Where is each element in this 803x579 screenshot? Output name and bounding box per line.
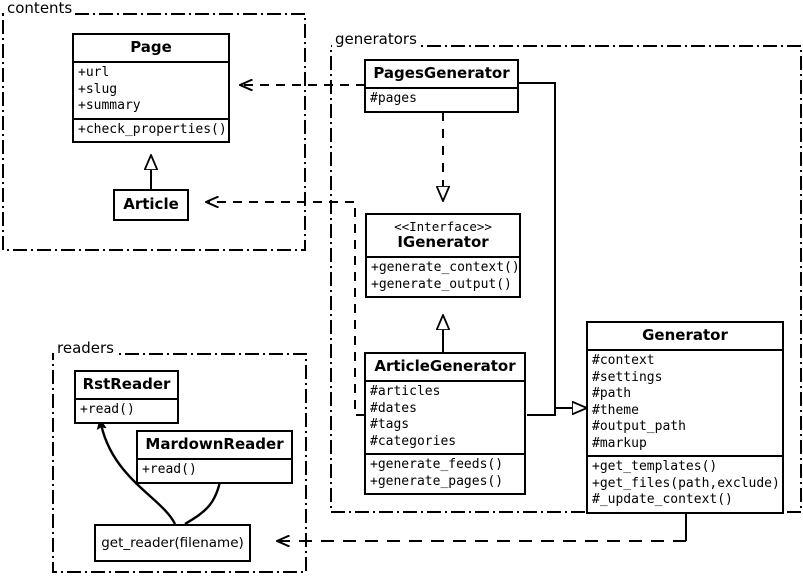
class-title-generator: Generator (642, 326, 728, 344)
class-title-article: Article (123, 195, 179, 213)
relation-pagesgenerator-to-generator (519, 82, 570, 409)
class-methods-igenerator: +generate_context() +generate_output() (367, 256, 520, 296)
attribute-item: #settings (592, 369, 663, 385)
class-stereotype-igenerator: <<Interface>> (394, 219, 492, 234)
relation-articlegenerator-to-generator (527, 407, 570, 416)
relation-articlegenerator-to-article (206, 202, 365, 416)
attribute-item: #theme (592, 402, 639, 418)
function-box-get-reader[interactable]: get_reader(filename) (94, 524, 251, 562)
class-methods-articlegenerator: +generate_feeds() +generate_pages() (366, 453, 524, 493)
class-attributes-pagesgenerator: #pages (366, 87, 517, 111)
attribute-item: #path (592, 386, 632, 401)
class-attributes-articlegenerator: #articles #dates #tags #categories (366, 380, 524, 453)
class-title-pagesgenerator: PagesGenerator (373, 64, 510, 82)
class-box-generator[interactable]: Generator #context #settings #path #them… (586, 321, 784, 514)
method-item: +generate_output() (371, 276, 512, 292)
class-methods-rstreader: +read() (76, 398, 177, 422)
class-attributes-generator: #context #settings #path #theme #output_… (588, 349, 782, 455)
method-item: +generate_context() (371, 260, 520, 275)
package-label-contents: contents (4, 0, 76, 16)
class-box-mardownreader[interactable]: MardownReader +read() (136, 430, 293, 484)
method-item: +generate_pages() (370, 473, 504, 489)
class-name-igenerator: IGenerator (397, 233, 489, 251)
class-box-igenerator[interactable]: <<Interface>> IGenerator +generate_conte… (365, 213, 521, 298)
function-label-get-reader: get_reader(filename) (101, 535, 244, 551)
package-label-generators: generators (332, 31, 420, 47)
class-box-pagesgenerator[interactable]: PagesGenerator #pages (364, 59, 519, 113)
class-methods-page: +check_properties() (74, 117, 228, 142)
class-methods-mardownreader: +read() (138, 458, 291, 482)
class-attributes-page: +url +slug +summary (74, 61, 228, 118)
attribute-item: #context (592, 353, 655, 368)
attribute-item: #articles (370, 384, 441, 399)
class-title-page: Page (130, 38, 172, 56)
method-item: +read() (80, 402, 135, 417)
package-boundary-generators (330, 45, 802, 513)
attribute-item: +slug (78, 81, 118, 97)
method-item: +get_templates() (592, 459, 718, 474)
attribute-item: #markup (592, 435, 647, 451)
class-title-igenerator: <<Interface>> IGenerator (367, 215, 519, 256)
method-item: #_update_context() (592, 492, 733, 507)
attribute-item: #tags (370, 417, 410, 432)
package-boundary-contents (2, 13, 306, 251)
method-item: +read() (142, 462, 197, 477)
attribute-item: #categories (370, 433, 457, 449)
attribute-item: #dates (370, 400, 417, 416)
class-methods-generator: +get_templates() +get_files(path,exclude… (588, 455, 782, 512)
class-box-page[interactable]: Page +url +slug +summary +check_properti… (72, 33, 230, 143)
class-title-mardownreader: MardownReader (145, 435, 284, 453)
class-title-rstreader: RstReader (82, 375, 171, 393)
class-box-articlegenerator[interactable]: ArticleGenerator #articles #dates #tags … (364, 352, 526, 495)
attribute-item: +url (78, 65, 110, 80)
class-title-articlegenerator: ArticleGenerator (374, 357, 516, 375)
attribute-item: +summary (78, 98, 141, 113)
package-label-readers: readers (54, 340, 117, 356)
package-boundary-readers (52, 353, 307, 573)
class-box-article[interactable]: Article (113, 189, 189, 221)
method-item: +generate_feeds() (370, 457, 504, 472)
attribute-item: #pages (370, 91, 417, 106)
method-item: +get_files(path,exclude) (592, 475, 780, 491)
class-box-rstreader[interactable]: RstReader +read() (74, 370, 179, 424)
method-item: +check_properties() (78, 121, 227, 137)
attribute-item: #output_path (592, 419, 686, 434)
